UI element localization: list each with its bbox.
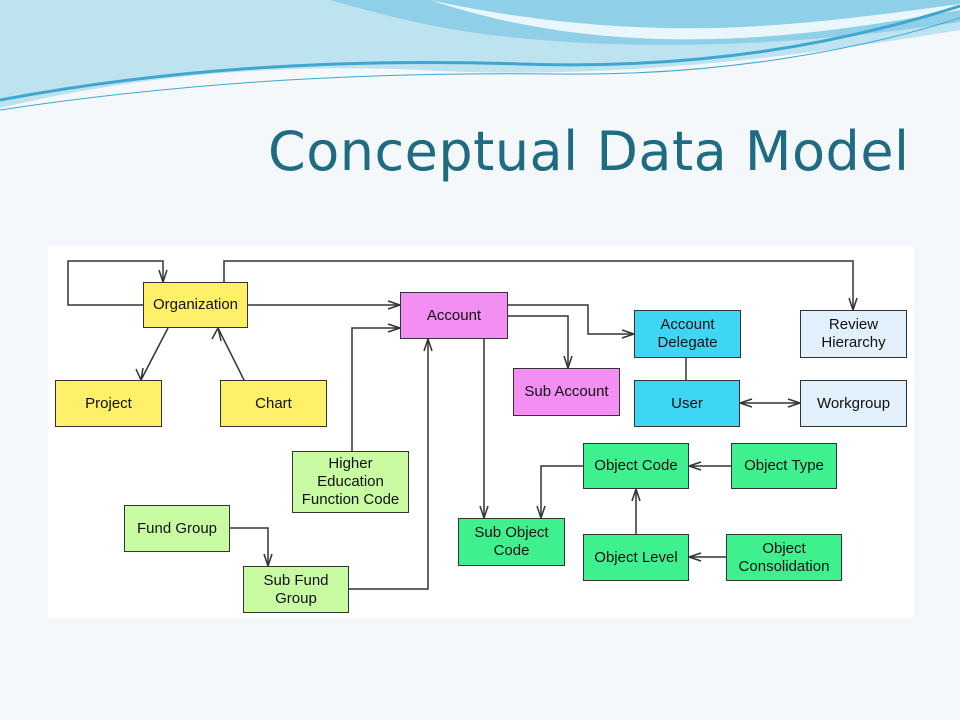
entity-label: Chart bbox=[255, 394, 292, 412]
entity-label: Object Type bbox=[744, 457, 824, 474]
crowfoot-object-code-from-object-type bbox=[686, 461, 702, 471]
entity-user: User bbox=[634, 380, 740, 427]
crowfoot-object-level bbox=[686, 552, 702, 562]
entity-review-hierarchy: Review Hierarchy bbox=[800, 310, 907, 358]
sub-fund-group-account-relationship bbox=[349, 339, 429, 590]
organization-review-hierarchy-relationship bbox=[223, 260, 854, 310]
entity-project: Project bbox=[55, 380, 162, 427]
crowfoot-chart bbox=[211, 325, 222, 342]
entity-label: Object Code bbox=[594, 457, 678, 474]
entity-chart: Chart bbox=[220, 380, 327, 427]
entity-label: Project bbox=[85, 394, 132, 412]
entity-label: Account Delegate bbox=[657, 316, 718, 351]
wave-white-streak bbox=[430, 0, 960, 40]
fund-group-sub-fund-group-relationship bbox=[230, 527, 269, 566]
entity-label: Workgroup bbox=[816, 394, 891, 412]
entity-sub-object-code: Sub Object Code bbox=[458, 518, 565, 566]
entity-label: Sub Account bbox=[524, 383, 609, 400]
entity-account-delegate: Account Delegate bbox=[634, 310, 741, 358]
entity-higher-education-function-code: Higher Education Function Code bbox=[292, 451, 409, 513]
entity-sub-fund-group: Sub Fund Group bbox=[243, 566, 349, 613]
account-delegate-relationship bbox=[508, 304, 634, 335]
header-wave-decoration bbox=[0, 0, 960, 111]
entity-object-type: Object Type bbox=[731, 443, 837, 489]
entity-label: Account bbox=[426, 306, 482, 324]
entity-object-level: Object Level bbox=[583, 534, 689, 581]
entity-object-consolidation: Object Consolidation bbox=[726, 534, 842, 581]
slide-title: Conceptual Data Model bbox=[268, 120, 910, 183]
entity-label: Fund Group bbox=[136, 519, 218, 537]
crowfoot-object-code-from-object-level bbox=[631, 486, 641, 502]
wave-dark-line bbox=[0, 4, 960, 102]
entity-account: Account bbox=[400, 292, 508, 339]
entity-workgroup: Workgroup bbox=[800, 380, 907, 427]
object-code-sub-object-code-relationship bbox=[540, 465, 583, 518]
entity-label: Object Consolidation bbox=[738, 539, 830, 575]
organization-project-relationship bbox=[140, 327, 169, 381]
entity-sub-account: Sub Account bbox=[513, 368, 620, 416]
entity-label: Object Level bbox=[594, 548, 678, 566]
entity-label: Organization bbox=[152, 296, 239, 313]
entity-label: User bbox=[671, 394, 703, 412]
entity-label: Higher Education Function Code bbox=[301, 455, 400, 508]
higher-education-account-relationship bbox=[351, 327, 400, 451]
organization-self-relationship bbox=[67, 260, 164, 306]
crowfoot-account-from-sub-fund-group bbox=[423, 336, 433, 352]
wave-thin-line bbox=[0, 17, 960, 111]
crowfoot-project bbox=[135, 367, 144, 383]
entity-fund-group: Fund Group bbox=[124, 505, 230, 552]
entity-label: Sub Object Code bbox=[474, 524, 549, 559]
data-model-diagram: Organization Project Chart Account Sub A… bbox=[48, 246, 914, 618]
crowfoot-user-side bbox=[737, 398, 753, 408]
organization-chart-relationship bbox=[217, 327, 245, 381]
entity-organization: Organization bbox=[143, 282, 248, 328]
entity-label: Review Hierarchy bbox=[821, 316, 886, 351]
account-sub-account-relationship bbox=[508, 315, 569, 368]
entity-object-code: Object Code bbox=[583, 443, 689, 489]
entity-label: Sub Fund Group bbox=[263, 571, 329, 607]
